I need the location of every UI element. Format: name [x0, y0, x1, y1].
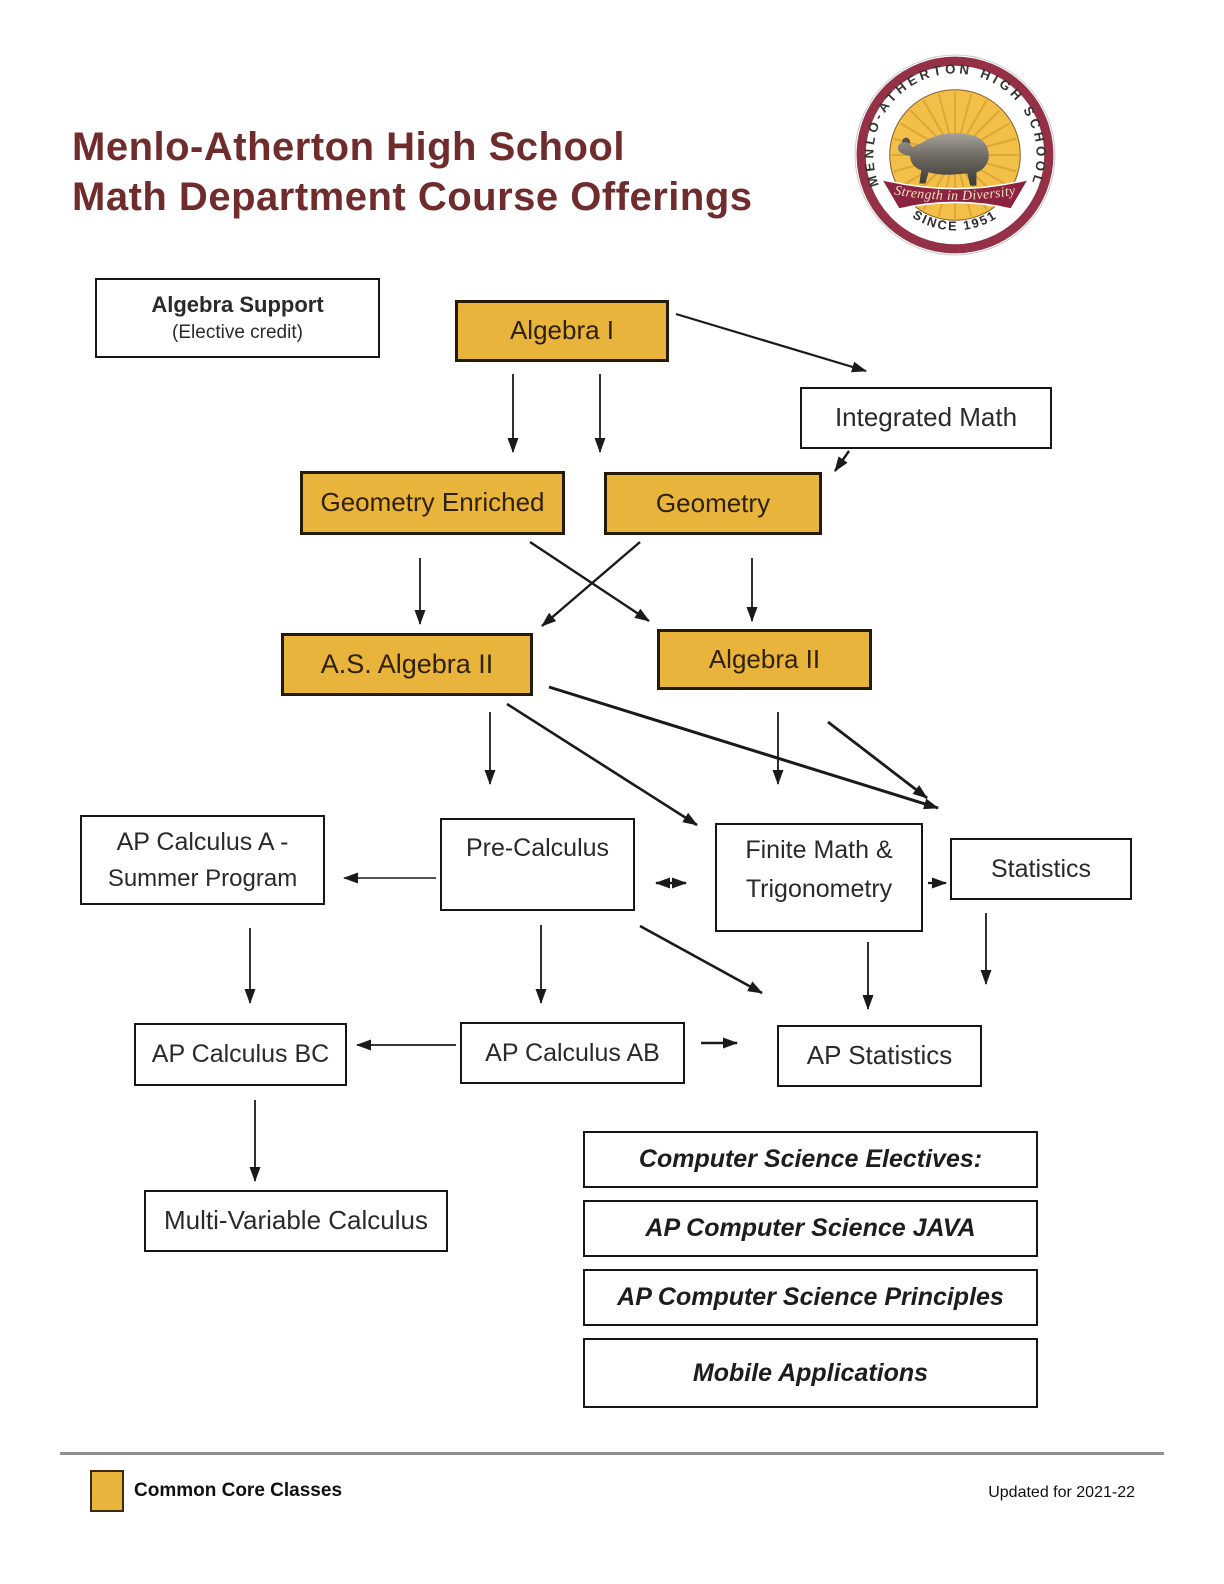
edge-geometry-enriched-to-algebra-2 [529, 541, 650, 622]
node-label: Geometry [655, 487, 771, 518]
node-finite-math: Finite Math & Trigonometry [715, 823, 923, 932]
node-sublabel: Summer Program [107, 864, 298, 892]
node-multi-var-calc: Multi-Variable Calculus [144, 1190, 448, 1252]
node-sublabel: (Elective credit) [172, 322, 303, 344]
page-title: Menlo-Atherton High School Math Departme… [72, 122, 753, 222]
node-algebra-2: Algebra II [657, 629, 872, 690]
node-label: Pre-Calculus [465, 834, 610, 862]
edge-geometry-to-as-algebra-2 [541, 541, 641, 627]
svg-text:Strength in Diversity: Strength in Diversity [893, 182, 1017, 202]
edge-as-algebra-2-to-statistics [548, 685, 939, 810]
node-label: A.S. Algebra II [320, 648, 494, 679]
edge-as-algebra-2-to-finite-math [506, 702, 698, 827]
footer-divider [60, 1452, 1164, 1455]
node-ap-statistics: AP Statistics [777, 1025, 982, 1087]
node-ap-calc-a: AP Calculus A - Summer Program [80, 815, 325, 905]
node-label: Statistics [990, 854, 1092, 883]
node-label: Integrated Math [834, 402, 1018, 433]
motto-banner: Strength in Diversity [879, 178, 1031, 210]
node-ap-cs-principles: AP Computer Science Principles [583, 1269, 1038, 1326]
seal-maroon-ring [856, 56, 1054, 254]
legend-label: Common Core Classes [134, 1480, 343, 1501]
common-core-swatch [90, 1470, 124, 1512]
node-label: Finite Math & [745, 836, 893, 864]
seal-motto-text: Strength in Diversity [893, 182, 1016, 202]
edge-integrated-math-to-geometry [834, 450, 850, 472]
node-label: Mobile Applications [692, 1358, 929, 1387]
node-geometry-enriched: Geometry Enriched [300, 471, 565, 535]
node-label: Algebra I [509, 315, 615, 346]
node-algebra-1: Algebra I [455, 300, 669, 362]
edge-algebra-2-to-statistics [827, 720, 928, 800]
node-label: Geometry Enriched [320, 487, 545, 518]
node-sublabel: Trigonometry [745, 874, 893, 903]
node-statistics: Statistics [950, 838, 1132, 900]
node-ap-calc-bc: AP Calculus BC [134, 1023, 347, 1086]
node-ap-cs-java: AP Computer Science JAVA [583, 1200, 1038, 1257]
node-label: AP Calculus AB [485, 1038, 660, 1067]
node-label: AP Calculus A - [116, 827, 289, 856]
node-integrated-math: Integrated Math [800, 387, 1052, 449]
node-algebra-support: Algebra Support (Elective credit) [95, 278, 380, 358]
node-label: Computer Science Electives: [638, 1145, 983, 1174]
updated-note: Updated for 2021-22 [988, 1484, 1135, 1501]
node-as-algebra-2: A.S. Algebra II [281, 633, 533, 696]
node-ap-calc-ab: AP Calculus AB [460, 1022, 685, 1084]
edge-pre-calculus-to-ap-statistics [639, 924, 763, 995]
school-logo: MENLO-ATHERTON HIGH SCHOOL Strength in D… [854, 54, 1056, 256]
edge-algebra-1-to-integrated-math [675, 312, 867, 373]
title-line-1: Menlo-Atherton High School [72, 125, 625, 169]
node-label: Algebra Support [151, 291, 324, 317]
legend: Common Core Classes [90, 1470, 342, 1512]
node-label: AP Statistics [806, 1040, 953, 1071]
node-mobile-apps: Mobile Applications [583, 1338, 1038, 1408]
node-label: AP Computer Science Principles [617, 1283, 1004, 1312]
node-pre-calculus: Pre-Calculus [440, 818, 635, 911]
bear-icon [897, 133, 989, 186]
node-label: Multi-Variable Calculus [164, 1205, 428, 1236]
title-line-2: Math Department Course Offerings [72, 175, 753, 219]
node-label: Algebra II [708, 643, 821, 674]
node-label: AP Calculus BC [151, 1040, 330, 1069]
node-geometry: Geometry [604, 472, 822, 535]
node-label: AP Computer Science JAVA [645, 1214, 976, 1243]
node-cs-electives: Computer Science Electives: [583, 1131, 1038, 1188]
